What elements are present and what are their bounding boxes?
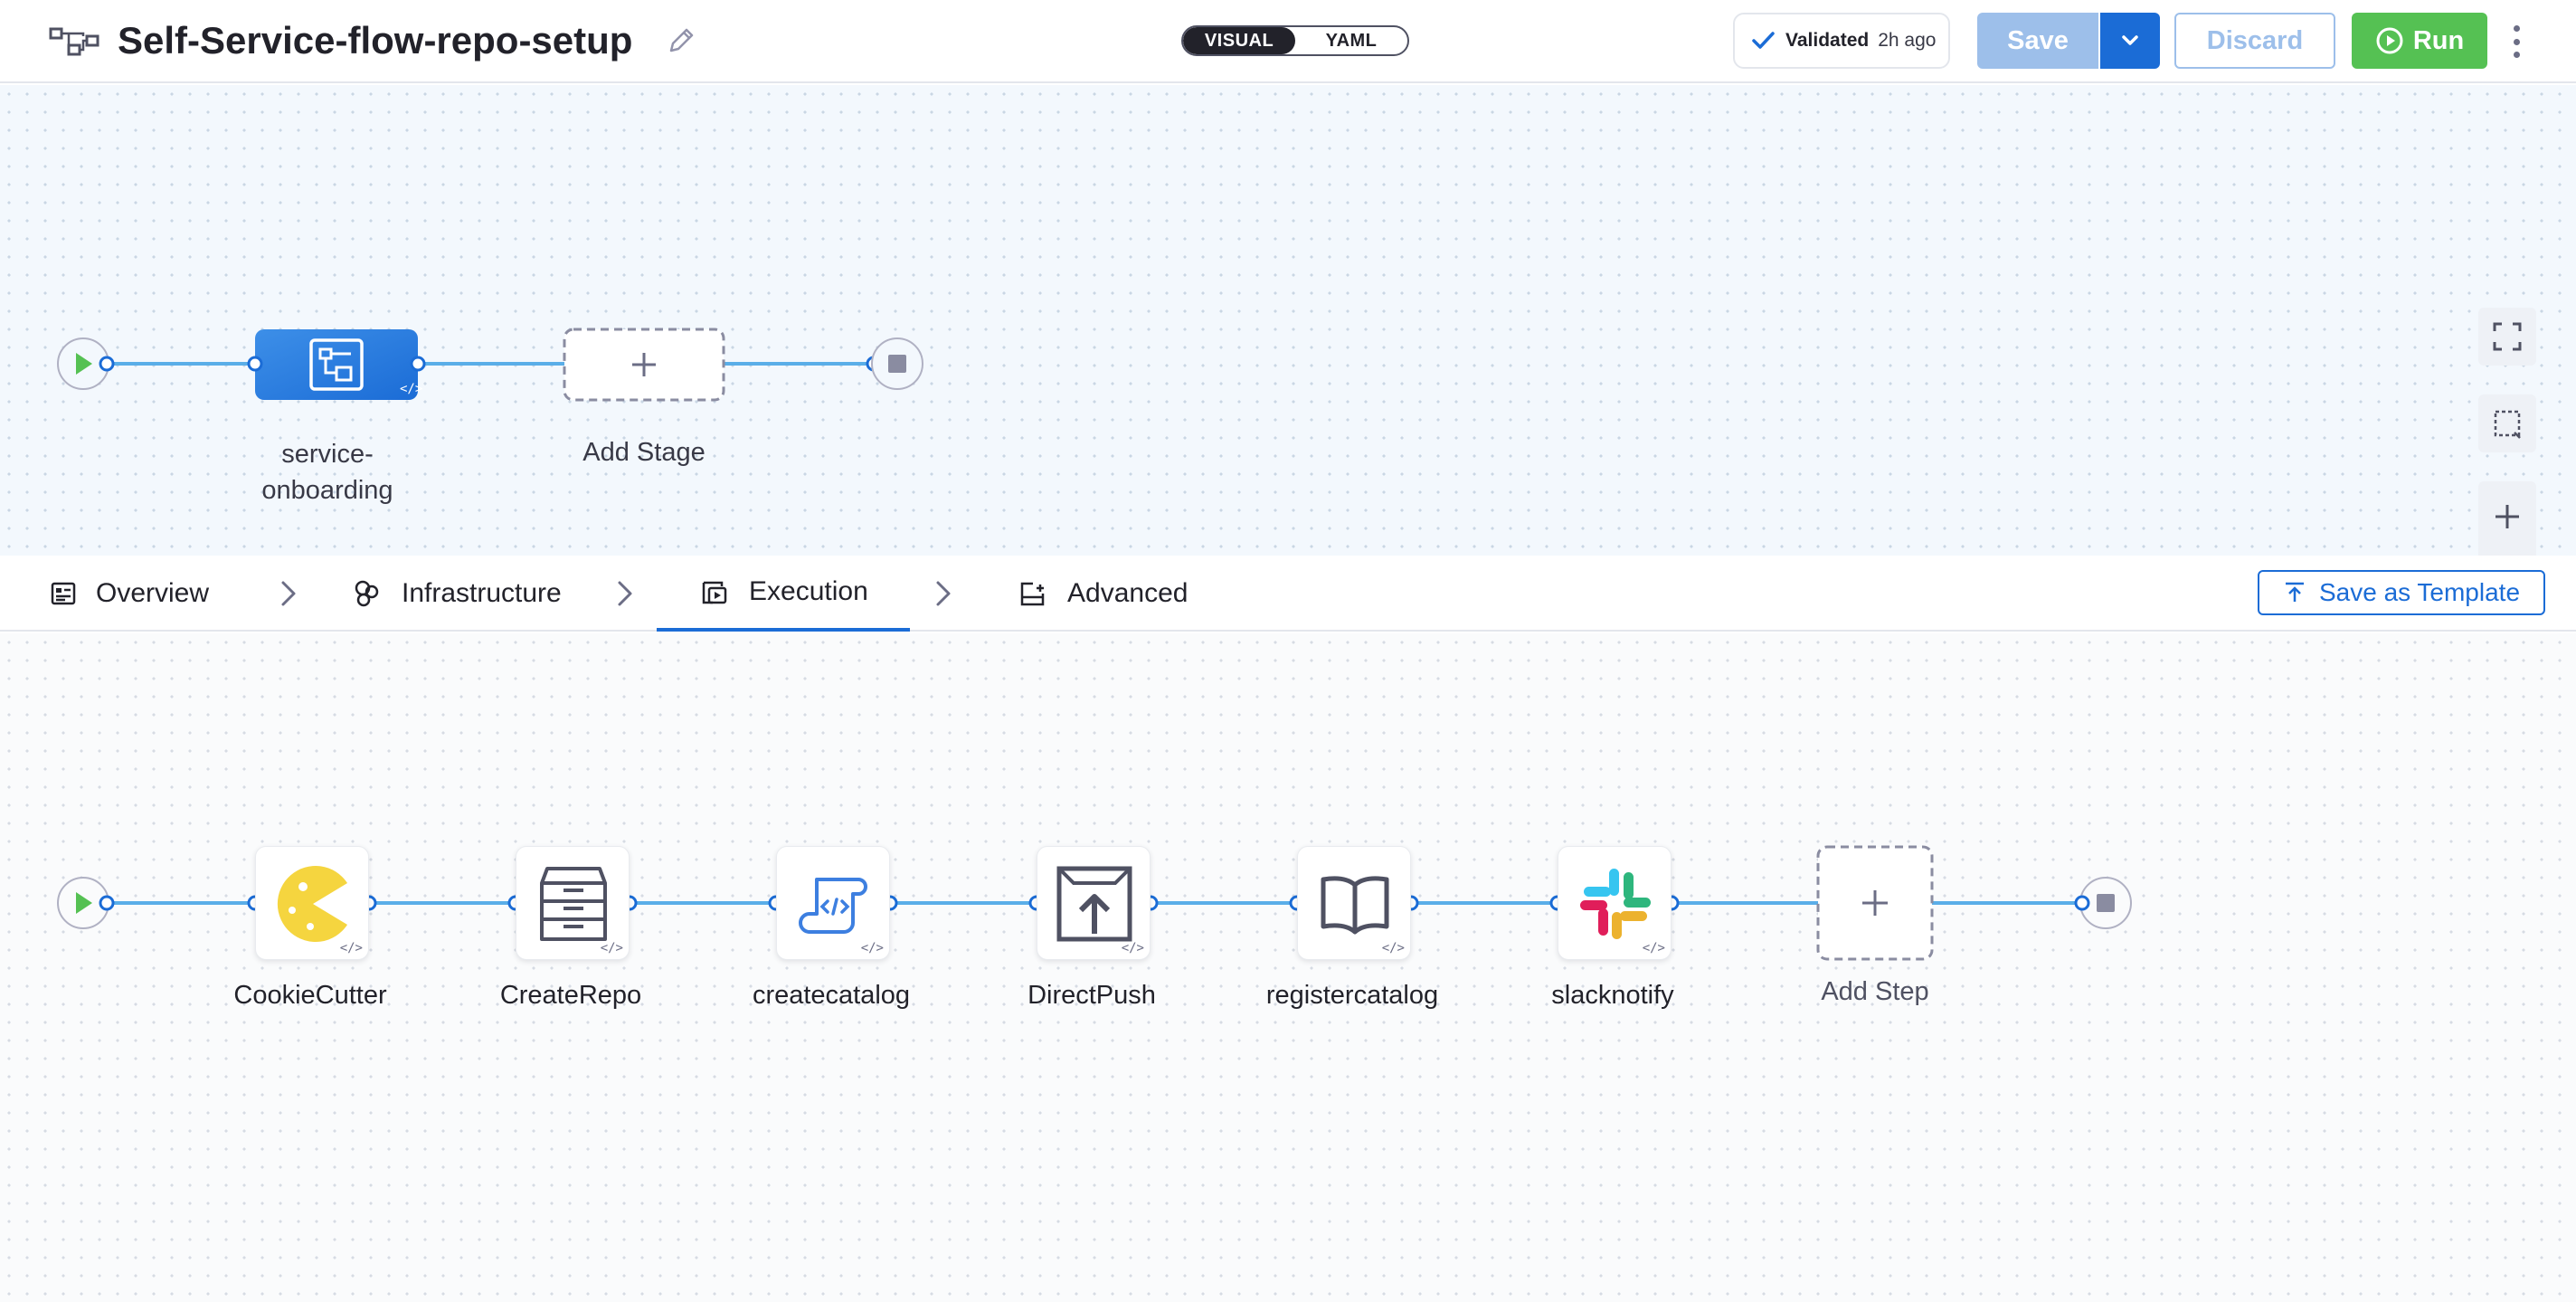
discard-button[interactable]: Discard <box>2174 13 2335 69</box>
save-button[interactable]: Save <box>1977 13 2098 69</box>
add-stage-button[interactable] <box>563 328 725 402</box>
chevron-right-icon <box>618 581 632 606</box>
save-options-dropdown[interactable] <box>2098 13 2160 69</box>
step-label: slacknotify <box>1551 981 1674 1010</box>
more-options-icon[interactable] <box>2507 22 2525 62</box>
tab-overview[interactable]: Overview <box>51 556 209 632</box>
checkmark-icon <box>1752 32 1775 49</box>
step-label: createcatalog <box>752 981 911 1010</box>
execution-start-node <box>57 877 109 929</box>
stage-node-service-onboarding[interactable]: </> <box>255 329 422 400</box>
play-circle-icon <box>2376 27 2403 54</box>
pencil-edit-icon[interactable] <box>664 24 698 58</box>
validation-status-badge[interactable]: Validated 2h ago <box>1733 13 1950 69</box>
chevron-right-icon <box>936 581 951 606</box>
stage-type-icon <box>309 338 364 391</box>
step-label: CookieCutter <box>233 981 387 1010</box>
chevron-right-icon <box>281 581 296 606</box>
visual-toggle-option[interactable]: VISUAL <box>1183 27 1295 54</box>
add-step-label: Add Step <box>1821 977 1929 1006</box>
cabinet-icon <box>540 867 607 941</box>
catalog-script-icon <box>799 878 867 934</box>
chevron-down-icon <box>2122 35 2138 45</box>
validated-time: 2h ago <box>1878 30 1937 51</box>
zoom-in-icon[interactable] <box>2489 492 2525 539</box>
yaml-code-icon: </> <box>1642 941 1665 955</box>
stage-graph: </> <box>57 328 923 402</box>
tab-label: Execution <box>749 576 868 606</box>
step-node-createrepo[interactable]: </> <box>516 846 630 960</box>
tab-label: Overview <box>96 578 210 608</box>
stage-tabs: Overview Infrastructure Execution <box>0 556 2576 632</box>
add-stage-label: Add Stage <box>582 438 706 467</box>
stage-label: service- onboarding <box>237 436 418 508</box>
execution-icon <box>702 581 727 604</box>
save-as-template-label: Save as Template <box>2318 578 2521 606</box>
pipeline-icon <box>49 27 99 56</box>
run-label: Run <box>2412 25 2465 55</box>
connector-port <box>410 356 426 372</box>
advanced-icon <box>1020 582 1045 606</box>
step-label: DirectPush <box>1028 981 1156 1010</box>
step-label: CreateRepo <box>499 981 642 1010</box>
overview-icon <box>51 582 76 605</box>
run-button[interactable]: Run <box>2352 13 2487 69</box>
pipeline-header: Self-Service-flow-repo-setup VISUAL YAML… <box>0 0 2576 83</box>
stage-label-line2: onboarding <box>261 476 393 505</box>
step-label: registercatalog <box>1265 981 1439 1010</box>
tab-execution[interactable]: Execution <box>657 556 910 632</box>
select-area-icon[interactable] <box>2478 394 2536 452</box>
add-step-button[interactable] <box>1816 845 1934 961</box>
stage-label-line1: service- <box>281 440 374 469</box>
step-node-cookiecutter[interactable]: </> <box>255 846 369 960</box>
yaml-code-icon: </> <box>1121 941 1144 955</box>
cookiecutter-icon <box>277 866 347 942</box>
yaml-code-icon: </> <box>860 941 884 955</box>
stage-canvas[interactable]: </> service- onboarding Add Stage <box>0 85 2576 597</box>
fit-screen-icon[interactable] <box>2478 308 2536 366</box>
yaml-code-icon: </> <box>339 941 363 955</box>
slack-icon <box>1580 869 1651 939</box>
connector-port <box>99 356 115 372</box>
execution-canvas[interactable]: </> </> </> </> <box>0 633 2576 1302</box>
yaml-toggle-option[interactable]: YAML <box>1325 30 1378 51</box>
execution-end-node <box>2079 877 2132 929</box>
save-as-template-button[interactable]: Save as Template <box>2258 570 2545 615</box>
execution-graph <box>57 845 2132 961</box>
push-icon <box>1056 866 1132 942</box>
upload-template-icon <box>2285 582 2304 602</box>
pipeline-end-node <box>871 337 923 390</box>
tab-label: Advanced <box>1067 578 1189 608</box>
page-title: Self-Service-flow-repo-setup <box>118 19 633 62</box>
infrastructure-icon <box>355 580 379 607</box>
tab-label: Infrastructure <box>402 578 562 608</box>
step-node-createcatalog[interactable]: </> <box>776 846 890 960</box>
book-icon <box>1321 876 1389 935</box>
view-mode-toggle: VISUAL YAML <box>1181 25 1409 56</box>
tab-advanced[interactable]: Advanced <box>1018 556 1188 632</box>
tab-infrastructure[interactable]: Infrastructure <box>353 556 562 632</box>
yaml-code-icon: </> <box>600 941 623 955</box>
svg-text:</>: </> <box>400 382 422 396</box>
connector-port <box>247 356 263 372</box>
yaml-code-icon: </> <box>1381 941 1405 955</box>
step-node-slacknotify[interactable]: </> <box>1558 846 1672 960</box>
validated-label: Validated <box>1785 30 1870 51</box>
step-node-directpush[interactable]: </> <box>1037 846 1151 960</box>
step-node-registercatalog[interactable]: </> <box>1297 846 1411 960</box>
